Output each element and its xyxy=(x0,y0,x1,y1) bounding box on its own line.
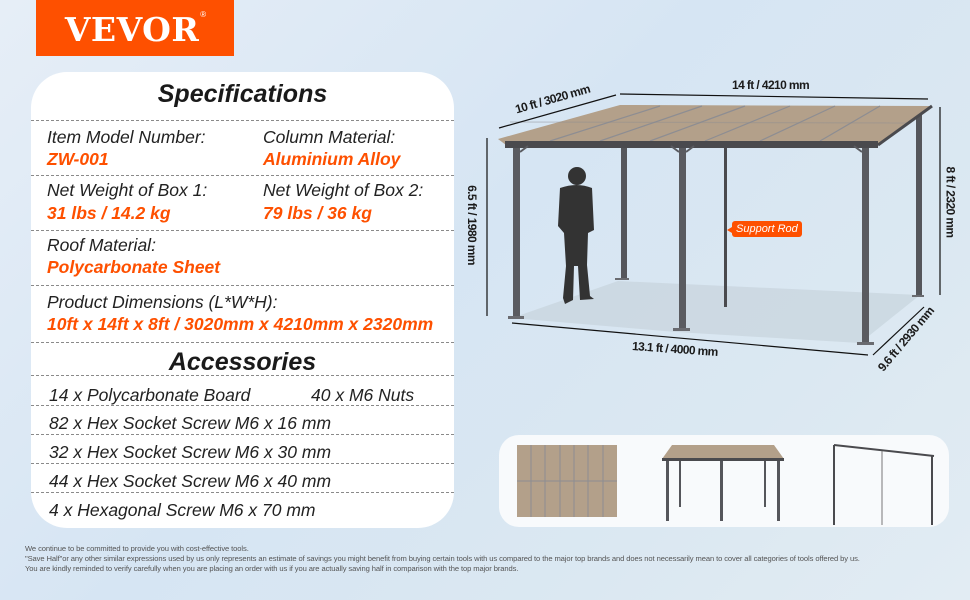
column-material-label: Column Material: xyxy=(263,127,396,147)
divider xyxy=(31,463,454,464)
roof-panels-top-view-thumbnail xyxy=(517,445,617,517)
divider xyxy=(31,230,454,231)
divider xyxy=(31,285,454,286)
divider xyxy=(31,405,454,406)
disclaimer-line: "Save Half"or any other similar expressi… xyxy=(25,554,860,563)
roof-material-value: Polycarbonate Sheet xyxy=(47,257,221,277)
support-rod-callout: Support Rod xyxy=(727,221,802,237)
pergola-illustration xyxy=(486,93,941,356)
divider xyxy=(31,342,454,343)
accessory-item: 14 x Polycarbonate Board xyxy=(49,385,251,405)
front-height-dimension: 6.5 ft / 1980 mm xyxy=(464,185,479,265)
specifications-card: Specifications Item Model Number: ZW-001… xyxy=(31,72,454,528)
pergola-dimension-diagram: 10 ft / 3020 mm 14 ft / 4210 mm 6.5 ft /… xyxy=(465,70,970,374)
thumbnail-strip xyxy=(499,435,949,527)
roof-length-dimension: 14 ft / 4210 mm xyxy=(732,78,810,92)
roof-material-label: Roof Material: xyxy=(47,235,156,255)
accessory-item: 82 x Hex Socket Screw M6 x 16 mm xyxy=(49,413,332,433)
item-model-label: Item Model Number: xyxy=(47,127,206,147)
person-silhouette-icon xyxy=(558,167,594,304)
vevor-logo: VEVOR ® xyxy=(36,0,234,56)
disclaimer-line: You are kindly reminded to verify carefu… xyxy=(25,564,519,573)
accessory-item: 44 x Hex Socket Screw M6 x 40 mm xyxy=(49,471,332,491)
net-weight-box1-label: Net Weight of Box 1: xyxy=(47,180,208,200)
brand-name: VEVOR xyxy=(64,9,200,49)
back-height-dimension: 8 ft / 2320 mm xyxy=(943,166,958,238)
specifications-title: Specifications xyxy=(157,80,328,108)
pergola-front-view-thumbnail xyxy=(662,445,784,521)
net-weight-box2-label: Net Weight of Box 2: xyxy=(263,180,424,200)
accessory-item: 4 x Hexagonal Screw M6 x 70 mm xyxy=(49,500,316,520)
disclaimer-line: We continue to be committed to provide y… xyxy=(25,544,249,553)
disclaimer-text: We continue to be committed to provide y… xyxy=(25,544,945,574)
item-model-value: ZW-001 xyxy=(47,149,109,169)
accessory-item: 40 x M6 Nuts xyxy=(311,385,415,405)
divider xyxy=(31,120,454,121)
pergola-side-view-thumbnail xyxy=(833,444,935,525)
divider xyxy=(31,492,454,493)
divider xyxy=(31,375,454,376)
net-weight-box2-value: 79 lbs / 36 kg xyxy=(263,203,372,223)
divider xyxy=(31,434,454,435)
accessory-item: 32 x Hex Socket Screw M6 x 30 mm xyxy=(49,442,332,462)
column-material-value: Aluminium Alloy xyxy=(263,149,401,169)
product-dimensions-value: 10ft x 14ft x 8ft / 3020mm x 4210mm x 23… xyxy=(47,314,434,334)
accessories-title: Accessories xyxy=(168,348,317,376)
divider xyxy=(31,175,454,176)
product-dimensions-label: Product Dimensions (L*W*H): xyxy=(47,292,278,312)
registered-mark: ® xyxy=(200,9,207,19)
net-weight-box1-value: 31 lbs / 14.2 kg xyxy=(47,203,171,223)
